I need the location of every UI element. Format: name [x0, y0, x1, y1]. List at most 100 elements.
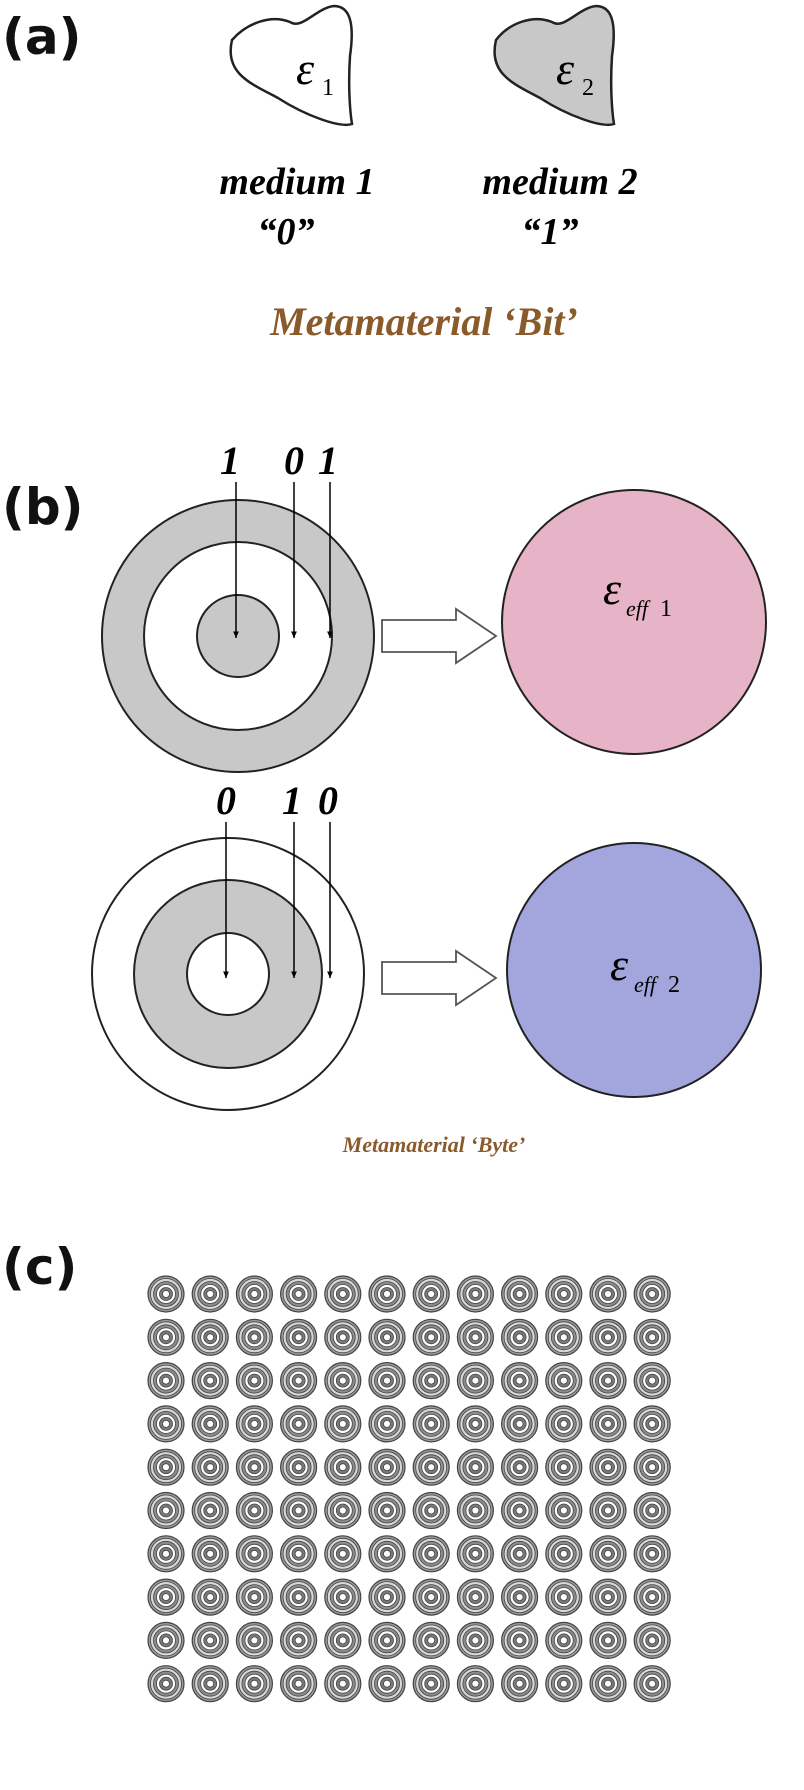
- array-cell-ring: [471, 1290, 480, 1298]
- array-cell-1-8: [456, 1275, 494, 1313]
- array-cell-8-11: [589, 1578, 627, 1616]
- array-cell-ring: [515, 1549, 524, 1558]
- array-cell-ring: [250, 1376, 259, 1385]
- array-cell-ring: [604, 1593, 612, 1601]
- medium-1-epsilon: ε: [296, 43, 315, 94]
- array-cell-10-6: [368, 1665, 406, 1703]
- array-cell-3-3: [235, 1361, 273, 1400]
- array-cell-9-1: [147, 1621, 185, 1660]
- array-cell-ring: [294, 1333, 303, 1342]
- array-cell-ring: [383, 1636, 391, 1645]
- byte-2-digit-pointers: [223, 822, 333, 978]
- array-cell-5-4: [280, 1448, 318, 1486]
- array-cell-10-8: [456, 1665, 494, 1703]
- byte-1-digit-shell-2: 1: [318, 438, 338, 483]
- array-cell-4-3: [235, 1405, 273, 1443]
- array-cell-ring: [427, 1549, 436, 1558]
- array-cell-ring: [427, 1376, 436, 1385]
- array-cell-2-12: [633, 1318, 671, 1356]
- array-cell-10-10: [545, 1665, 583, 1703]
- array-cell-ring: [648, 1463, 657, 1472]
- array-cell-4-7: [412, 1405, 450, 1443]
- array-cell-ring: [206, 1549, 215, 1558]
- array-cell-9-6: [368, 1621, 406, 1660]
- array-cell-3-5: [324, 1361, 362, 1400]
- array-cell-ring: [604, 1376, 612, 1385]
- array-cell-ring: [206, 1290, 215, 1298]
- array-cell-1-1: [147, 1275, 185, 1313]
- array-cell-3-6: [368, 1361, 406, 1400]
- array-cell-4-2: [191, 1405, 229, 1443]
- byte-1-eff-epsilon: ε: [603, 563, 622, 614]
- array-cell-ring: [648, 1333, 657, 1342]
- array-cell-ring: [427, 1463, 436, 1472]
- array-cell-ring: [604, 1506, 612, 1515]
- array-cell-ring: [515, 1333, 524, 1342]
- array-cell-ring: [515, 1636, 524, 1645]
- array-cell-3-2: [191, 1361, 229, 1400]
- array-cell-ring: [515, 1593, 524, 1601]
- array-cell-ring: [648, 1636, 657, 1645]
- array-cell-7-8: [456, 1535, 494, 1573]
- array-cell-4-10: [545, 1405, 583, 1443]
- array-cell-ring: [471, 1463, 480, 1472]
- byte-1-eff-subscript: eff: [626, 596, 651, 621]
- array-cell-4-1: [147, 1405, 185, 1443]
- array-cell-1-12: [633, 1275, 671, 1313]
- array-cell-ring: [559, 1420, 568, 1428]
- array-cell-9-9: [500, 1621, 539, 1660]
- array-cell-ring: [471, 1420, 480, 1428]
- array-cell-7-5: [324, 1535, 362, 1573]
- array-cell-7-7: [412, 1535, 450, 1573]
- array-cell-2-6: [368, 1318, 406, 1356]
- array-cell-3-11: [589, 1361, 627, 1400]
- array-cell-10-1: [147, 1665, 185, 1703]
- array-cell-3-9: [500, 1361, 539, 1400]
- array-cell-5-10: [545, 1448, 583, 1486]
- array-cell-8-8: [456, 1578, 494, 1616]
- array-cell-ring: [294, 1636, 303, 1645]
- array-cell-9-7: [412, 1621, 450, 1660]
- panel-label-a: (a): [2, 8, 81, 66]
- array-cell-ring: [383, 1420, 391, 1428]
- array-cell-8-6: [368, 1578, 406, 1616]
- array-cell-7-6: [368, 1535, 406, 1573]
- array-cell-ring: [383, 1506, 391, 1515]
- array-cell-ring: [206, 1420, 215, 1428]
- array-cell-ring: [427, 1333, 436, 1342]
- array-cell-ring: [250, 1420, 259, 1428]
- array-cell-ring: [338, 1549, 347, 1558]
- panel-label-c: (c): [2, 1238, 77, 1296]
- array-cell-ring: [648, 1420, 657, 1428]
- array-cell-7-9: [500, 1535, 539, 1573]
- array-cell-10-9: [500, 1665, 539, 1703]
- array-cell-ring: [206, 1376, 215, 1385]
- array-cell-ring: [559, 1506, 568, 1515]
- array-cell-9-4: [280, 1621, 318, 1660]
- array-cell-6-8: [456, 1491, 494, 1530]
- array-cell-ring: [250, 1549, 259, 1558]
- byte-2-digit-shell-2: 0: [318, 778, 338, 823]
- array-cell-ring: [338, 1463, 347, 1472]
- array-cell-ring: [604, 1463, 612, 1472]
- array-cell-ring: [250, 1463, 259, 1472]
- array-cell-6-12: [633, 1491, 671, 1530]
- array-cell-1-3: [235, 1275, 273, 1313]
- byte-1-digit-pointers: [233, 482, 333, 638]
- array-cell-5-9: [500, 1448, 539, 1486]
- array-cell-2-9: [500, 1318, 539, 1356]
- array-cell-ring: [162, 1290, 170, 1298]
- array-cell-ring: [383, 1679, 391, 1688]
- medium-2-bit: “1”: [522, 211, 579, 253]
- array-cell-ring: [383, 1333, 391, 1342]
- array-cell-6-11: [589, 1491, 627, 1530]
- array-cell-ring: [427, 1420, 436, 1428]
- array-cell-1-10: [545, 1275, 583, 1313]
- array-cell-10-12: [633, 1665, 671, 1703]
- array-cell-4-8: [456, 1405, 494, 1443]
- array-cell-ring: [604, 1636, 612, 1645]
- array-cell-ring: [294, 1506, 303, 1515]
- array-cell-ring: [338, 1376, 347, 1385]
- array-cell-ring: [383, 1549, 391, 1558]
- array-cell-ring: [515, 1290, 524, 1298]
